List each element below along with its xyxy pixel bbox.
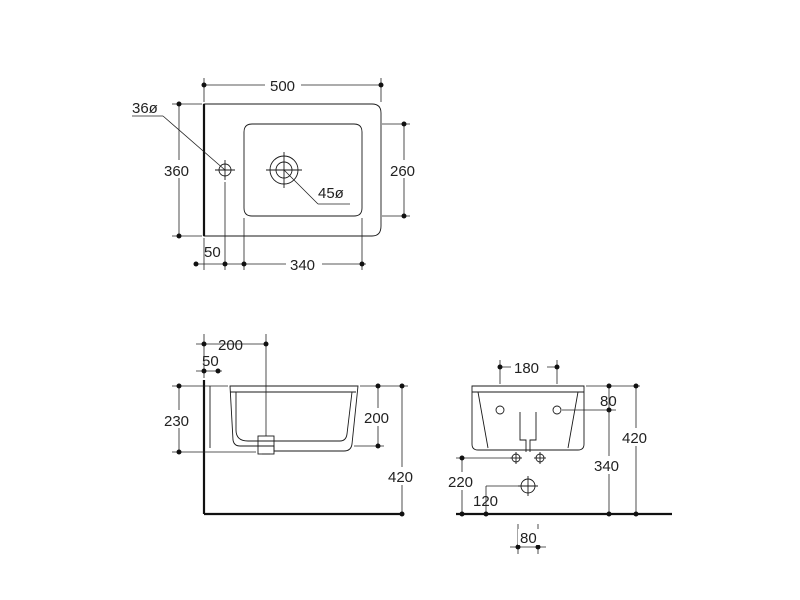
dimension-dot xyxy=(201,82,207,88)
dimension-dot xyxy=(459,455,465,461)
dimension-dot xyxy=(375,383,381,389)
basin-section-inner xyxy=(235,391,353,442)
trap-width-label: 80 xyxy=(520,530,537,547)
dimension-dot xyxy=(193,261,199,267)
tap-hole-leader xyxy=(162,115,226,171)
dimension-dot xyxy=(459,511,465,517)
width-label: 500 xyxy=(270,78,295,95)
outer-height-label: 230 xyxy=(164,413,189,430)
dimension-dot xyxy=(633,511,639,517)
trap-offset-label: 120 xyxy=(473,493,498,510)
dimension-dot xyxy=(483,511,489,517)
dimension-dot xyxy=(554,364,560,370)
tap-offset-label: 50 xyxy=(204,244,221,261)
dimension-dot xyxy=(176,449,182,455)
dimension-dot xyxy=(401,213,407,219)
basin-depth-label: 260 xyxy=(390,163,415,180)
basin-outline xyxy=(203,103,382,237)
basin-width-label: 340 xyxy=(290,257,315,274)
dimension-dot xyxy=(176,383,182,389)
dimension-dot xyxy=(222,261,228,267)
basin-front-outline xyxy=(471,385,585,451)
hole-height-label: 80 xyxy=(600,393,617,410)
drain-leader xyxy=(283,169,319,205)
front-view: 180 80 340 420 220 120 xyxy=(446,358,672,554)
waste-height-label: 340 xyxy=(594,458,619,475)
trap-height-label: 220 xyxy=(448,474,473,491)
dimension-dot xyxy=(201,368,207,374)
wall-offset-label: 50 xyxy=(202,353,219,370)
mount-height-label: 420 xyxy=(388,469,413,486)
drain-label: 45ø xyxy=(318,185,344,202)
dimension-dot xyxy=(176,101,182,107)
dimension-dot xyxy=(606,383,612,389)
dimension-dot xyxy=(399,511,405,517)
dimension-dot xyxy=(263,341,269,347)
hole-spacing-label: 180 xyxy=(514,360,539,377)
drain-body xyxy=(257,435,275,455)
dimension-dot xyxy=(399,383,405,389)
bowl-outline xyxy=(243,123,363,217)
dimension-dot xyxy=(215,368,221,374)
dimension-dot xyxy=(606,511,612,517)
fixing-hole-left xyxy=(495,405,505,415)
basin-front-bowl xyxy=(477,391,579,449)
dimension-dot xyxy=(241,261,247,267)
dimension-dot xyxy=(359,261,365,267)
dimension-dot xyxy=(535,544,541,550)
dimension-dot xyxy=(515,544,521,550)
tap-hole-label: 36ø xyxy=(132,100,158,117)
front-mount-height-label: 420 xyxy=(622,430,647,447)
dimension-dot xyxy=(401,121,407,127)
side-view: 200 50 230 200 420 xyxy=(162,334,418,517)
waste-column xyxy=(519,412,537,452)
dimension-dot xyxy=(497,364,503,370)
dimension-dot xyxy=(378,82,384,88)
fixing-hole-right xyxy=(552,405,562,415)
dimension-dot xyxy=(375,443,381,449)
dimension-dot xyxy=(176,233,182,239)
depth-label: 360 xyxy=(164,163,189,180)
top-view: 45ø 36ø 500 360 260 xyxy=(132,75,419,274)
dimension-dot xyxy=(633,383,639,389)
dimension-dot xyxy=(201,341,207,347)
top-dim-label: 200 xyxy=(218,337,243,354)
inner-height-label: 200 xyxy=(364,410,389,427)
